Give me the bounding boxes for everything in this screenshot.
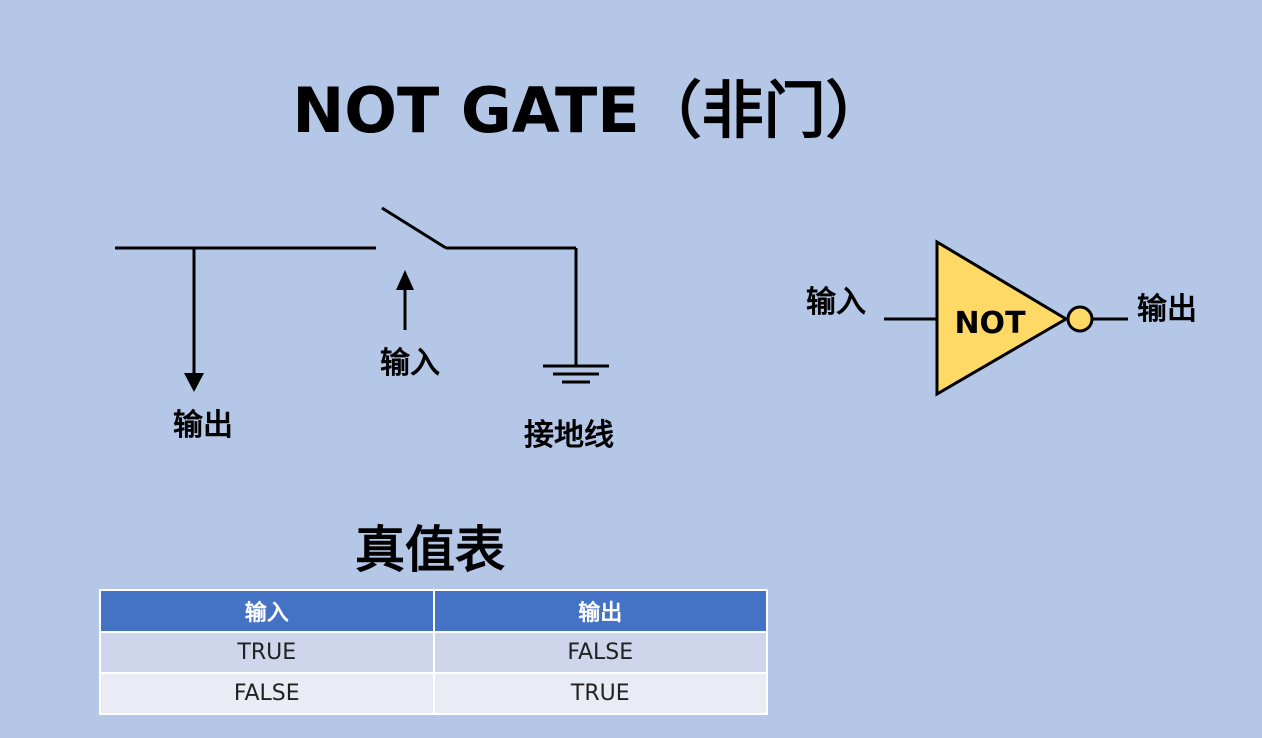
switch-input-label: 输入	[380, 346, 440, 381]
header-input: 输入	[99, 589, 435, 633]
truth-table-header-row: 输入 输出	[99, 589, 768, 633]
switch-output-label: 输出	[173, 408, 233, 443]
gate-triangle	[935, 239, 1069, 397]
ground-label: 接地线	[524, 418, 614, 453]
truth-table: 输入 输出 TRUE FALSE FALSE TRUE	[99, 589, 768, 715]
table-cell: FALSE	[99, 672, 435, 715]
table-cell: TRUE	[99, 631, 435, 674]
header-output: 输出	[432, 589, 768, 633]
gate-input-label: 输入	[806, 285, 866, 320]
table-row: TRUE FALSE	[99, 631, 768, 674]
input-arrow-head	[396, 270, 414, 290]
inversion-bubble	[1066, 305, 1094, 333]
gate-output-label: 输出	[1137, 292, 1197, 327]
not-gate-symbol: NOT	[884, 239, 1128, 397]
output-arrow-head	[184, 373, 204, 392]
table-row: FALSE TRUE	[99, 672, 768, 715]
truth-table-title: 真值表	[355, 521, 505, 579]
gate-text: NOT	[954, 306, 1026, 341]
page-title: NOT GATE（非门）	[292, 74, 888, 147]
table-cell: TRUE	[432, 672, 768, 715]
table-cell: FALSE	[432, 631, 768, 674]
switch-circuit	[115, 206, 609, 384]
switch-blade	[381, 206, 447, 250]
